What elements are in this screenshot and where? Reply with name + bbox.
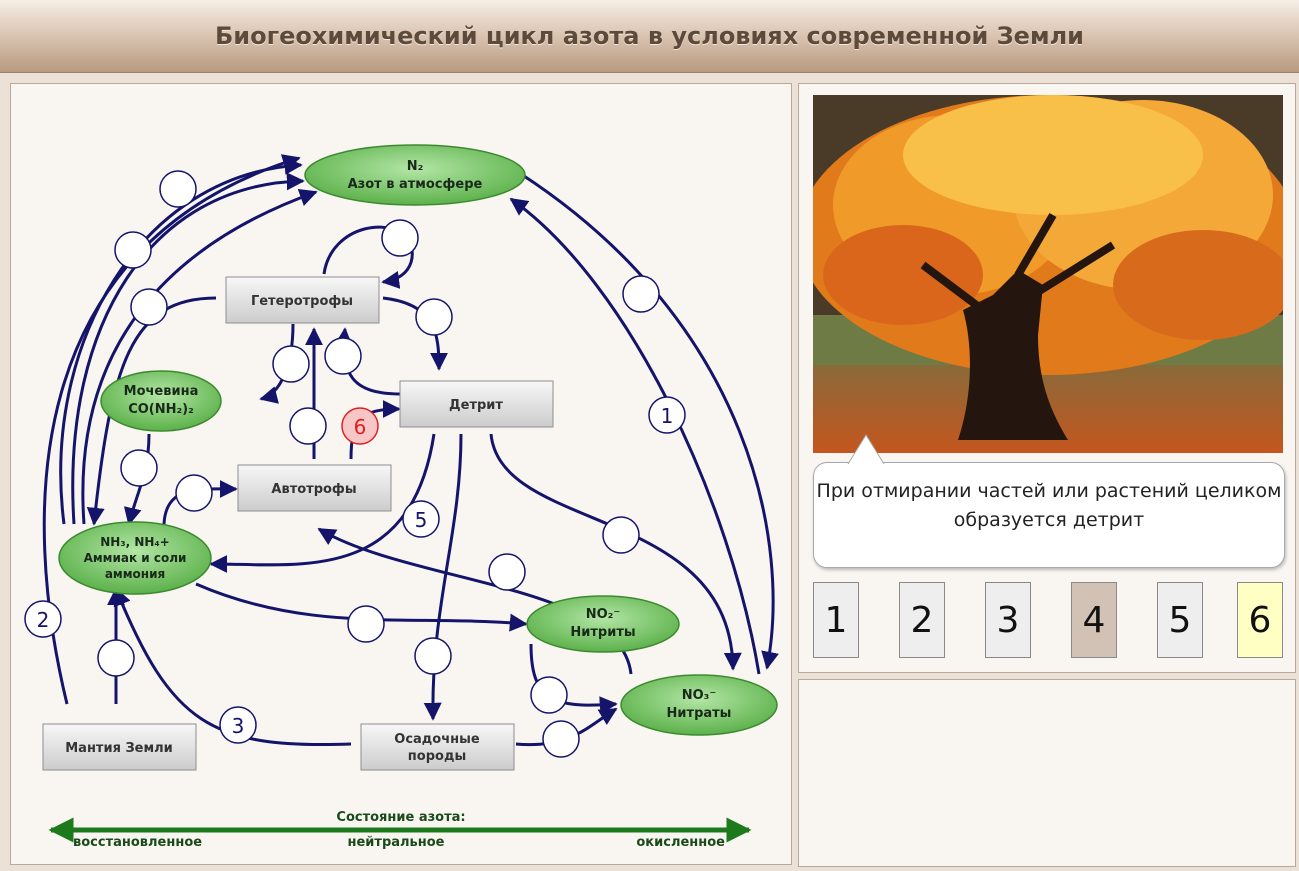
node-ammonia: NH₃, NH₄+ Аммиак и соли аммония [58,521,212,595]
arrow-atmosphere-to-nitrates [520,172,779,670]
step-button-2[interactable]: 2 [899,582,945,658]
caption-text: При отмирании частей или растений целико… [816,480,1282,531]
node-heterotrophs: Гетеротрофы [225,276,380,324]
nitrites-formula: NO₂⁻ [586,607,621,622]
urea-label: Мочевина [124,384,199,399]
node-mantle: Мантия Земли [42,723,197,771]
node-atmosphere: N₂ Азот в атмосфере [304,144,526,206]
arrow-detritus-to-sediments [423,433,463,721]
nitrites-label: Нитриты [570,625,635,640]
autumn-tree-image [813,95,1283,453]
scale-neutral-label: нейтральное [348,835,445,850]
detritus-label: Детрит [449,398,503,413]
node-nitrites: NO₂⁻ Нитриты [526,595,680,653]
process-label-2: 2 [37,608,50,632]
arrow-ammonia-to-atmosphere-mid [71,172,305,525]
nitrates-label: Нитраты [667,706,732,721]
node-sediments: Осадочные породы [360,723,515,771]
process-marker-1[interactable]: 1 [648,396,686,434]
step-button-5[interactable]: 5 [1157,582,1203,658]
callout-pointer [847,434,885,465]
step-button-3[interactable]: 3 [985,582,1031,658]
arrow-ammonia-to-atmosphere-outer [59,156,303,525]
urea-formula: CO(NH₂)₂ [128,402,194,417]
process-marker-6[interactable]: 6 [341,407,379,445]
node-urea: Мочевина CO(NH₂)₂ [100,370,222,432]
process-marker-2[interactable]: 2 [24,600,62,638]
nitrates-formula: NO₃⁻ [682,688,717,703]
process-marker[interactable] [289,407,327,445]
arrow-heterotrophs-to-ammonia [86,296,217,526]
cycle-diagram-panel: N₂ Азот в атмосфере Мочевина CO(NH₂)₂ NH… [10,83,792,865]
step-button-6[interactable]: 6 [1237,582,1283,658]
step-button-1[interactable]: 1 [813,582,859,658]
heterotrophs-label: Гетеротрофы [251,294,353,309]
process-label-5: 5 [415,508,428,532]
process-marker[interactable] [530,676,568,714]
process-marker-5[interactable]: 5 [402,500,440,538]
ammonia-label-line2: аммония [105,567,165,581]
scale-oxidized-label: окисленное [636,835,725,850]
mantle-label: Мантия Земли [65,741,173,756]
process-marker[interactable] [175,474,213,512]
process-marker[interactable] [324,337,362,375]
process-marker[interactable] [602,516,640,554]
process-marker[interactable] [381,219,419,257]
process-marker[interactable] [114,231,152,269]
node-autotrophs: Автотрофы [237,464,392,512]
nitrogen-cycle-diagram: N₂ Азот в атмосфере Мочевина CO(NH₂)₂ NH… [24,144,779,850]
sediments-label-line1: Осадочные [394,732,480,747]
atmosphere-formula: N₂ [407,159,424,174]
step-button-4[interactable]: 4 [1071,582,1117,658]
process-marker[interactable] [97,639,135,677]
process-label-1: 1 [661,404,674,428]
process-label-3: 3 [232,714,245,738]
scale-reduced-label: восстановленное [73,835,202,850]
caption-callout: При отмирании частей или растений целико… [813,434,1285,568]
node-nitrates: NO₃⁻ Нитраты [620,674,778,736]
oxidation-scale: Состояние азота: восстановленное нейтрал… [48,810,752,850]
process-marker[interactable] [120,449,158,487]
atmosphere-label: Азот в атмосфере [348,177,483,192]
process-marker[interactable] [622,275,660,313]
process-marker[interactable] [488,553,526,591]
sediments-label-line2: породы [408,749,466,764]
process-marker[interactable] [347,605,385,643]
page-title: Биогеохимический цикл азота в условиях с… [215,22,1084,50]
process-marker[interactable] [415,298,453,336]
ammonia-formula: NH₃, NH₄+ [100,535,169,549]
info-panel: При отмирании частей или растений целико… [798,83,1296,673]
autotrophs-label: Автотрофы [271,482,356,497]
scale-title: Состояние азота: [336,810,465,825]
arrow-detritus-to-ammonia [209,433,436,574]
process-label-6: 6 [354,415,367,439]
process-marker[interactable] [159,170,197,208]
empty-panel [798,679,1296,867]
process-marker[interactable] [542,720,580,758]
process-marker-3[interactable]: 3 [219,706,257,744]
header-bar: Биогеохимический цикл азота в условиях с… [0,0,1299,73]
ammonia-label-line1: Аммиак и соли [84,551,187,565]
process-marker[interactable] [130,288,168,326]
process-marker[interactable] [414,637,452,675]
process-marker[interactable] [272,345,310,383]
arrow-sediments-to-ammonia [113,587,352,747]
node-detritus: Детрит [399,380,554,428]
